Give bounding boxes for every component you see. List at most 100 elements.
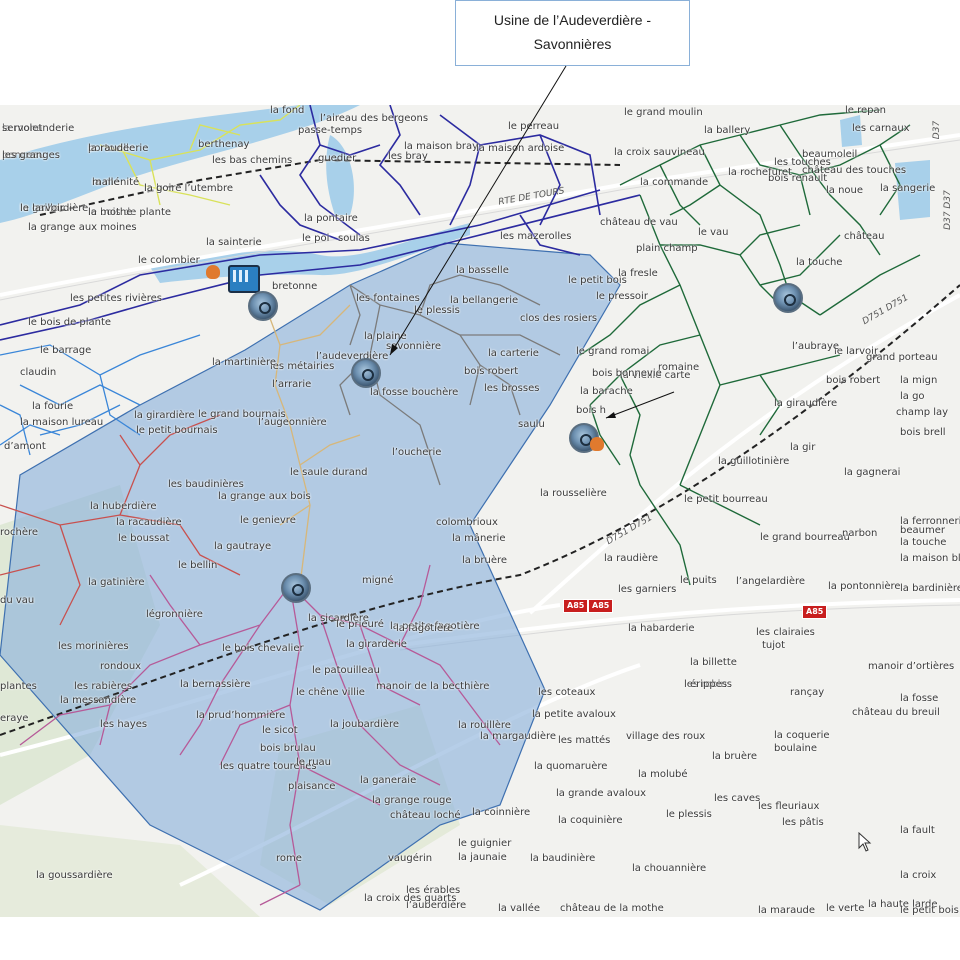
place-label: la petite avaloux — [532, 709, 616, 720]
place-label: le plessis — [666, 809, 712, 820]
place-label: la racaudière — [116, 517, 182, 528]
place-label: eraye — [0, 713, 29, 724]
place-label: village des roux — [626, 731, 706, 742]
place-label: la ménité — [92, 177, 140, 188]
place-label: rome — [276, 853, 302, 864]
place-label: le saule durand — [290, 467, 368, 478]
site-icon[interactable] — [281, 573, 311, 603]
place-label: la grange aux bois — [218, 491, 311, 502]
place-label: le larvoir — [834, 346, 879, 357]
place-label: la billette — [690, 657, 737, 668]
place-label: le ruau — [296, 757, 332, 768]
rust-marker-icon[interactable] — [590, 437, 604, 451]
place-label: le grand bournais — [198, 409, 286, 420]
place-label: plaisance — [288, 781, 336, 792]
site-icon[interactable] — [773, 283, 803, 313]
place-label: la gaillordière — [20, 203, 89, 214]
place-label: la raudeerie — [88, 143, 149, 154]
place-label: bois robert — [826, 375, 881, 386]
place-label: la fond — [270, 105, 305, 116]
place-label: tujot — [762, 640, 786, 651]
place-label: la ganeraie — [360, 775, 417, 786]
place-label: la touche — [900, 537, 947, 548]
place-label: l’augeonnière — [258, 417, 327, 428]
place-label: le petit bournais — [136, 425, 218, 436]
place-label: la messandière — [60, 695, 137, 706]
place-label: la fourie — [32, 401, 74, 412]
place-label: la prud’hommière — [196, 710, 286, 721]
place-label: la grange aux moines — [28, 222, 137, 233]
place-label: la pontaire — [304, 213, 358, 224]
place-label: migné — [362, 575, 394, 586]
road-label: D37 D37 — [942, 190, 953, 230]
place-label: la girardière — [134, 410, 195, 421]
place-label: la petite fagotière — [390, 621, 480, 632]
place-label: bois brulau — [260, 743, 316, 754]
place-label: la bellangerie — [450, 295, 519, 306]
place-label: romaine — [658, 362, 700, 373]
place-label: la croix sauvineau — [614, 147, 705, 158]
place-label: la rochefuret — [728, 167, 792, 178]
place-label: la maison ardoise — [476, 143, 565, 154]
place-label: la margaudière — [480, 731, 557, 742]
place-label: légronnière — [146, 609, 203, 620]
place-label: l’aubraye — [792, 341, 840, 352]
place-label: la plaine — [364, 331, 407, 342]
place-label: le bois de plante — [88, 207, 172, 218]
site-icon[interactable] — [351, 358, 381, 388]
place-label: la barache — [580, 386, 633, 397]
place-label: les touches — [774, 157, 831, 168]
place-label: les granges — [2, 150, 60, 161]
place-label: le petit bois — [568, 275, 627, 286]
place-label: la sainterie — [206, 237, 262, 248]
place-label: la bardinière — [900, 583, 960, 594]
place-label: les baudinières — [168, 479, 244, 490]
place-label: bretonne — [272, 281, 318, 292]
place-label: la bruère — [462, 555, 508, 566]
place-label: le bois chevalier — [222, 643, 304, 654]
river-main — [0, 105, 360, 223]
place-label: la sangerie — [880, 183, 936, 194]
place-label: la vieille carte — [620, 370, 691, 381]
place-label: la martinière — [212, 357, 277, 368]
place-label: le patouilleau — [312, 665, 380, 676]
place-label: la bruère — [712, 751, 758, 762]
place-label: portoville — [88, 143, 136, 154]
place-label: le barrage — [40, 345, 92, 356]
place-label: la maison blanche — [900, 553, 960, 564]
place-label: la fagotière — [396, 623, 454, 634]
place-label: le prieuré — [336, 619, 384, 630]
place-label: boulaine — [774, 743, 817, 754]
place-label: la ballery — [704, 125, 751, 136]
place-label: la maison lureau — [20, 417, 104, 428]
place-label: la basselle — [456, 265, 509, 276]
place-label: la joubardière — [330, 719, 400, 730]
network-lightblue — [0, 334, 201, 456]
place-label: soulas — [338, 233, 370, 244]
plant-icon[interactable] — [228, 265, 260, 293]
place-label: la gautraye — [214, 541, 272, 552]
place-label: la fosse — [900, 693, 939, 704]
place-label: les coteaux — [538, 687, 596, 698]
place-label: château du breuil — [852, 707, 940, 718]
place-label: la giraudière — [774, 398, 838, 409]
place-label: savonnière — [386, 341, 442, 352]
place-label: la huberdière — [90, 501, 157, 512]
callout-line-1: Usine de l’Audeverdière - — [493, 12, 652, 28]
network-pink — [19, 564, 501, 906]
place-label: le perreau — [508, 121, 560, 132]
place-label: les rabières — [74, 681, 133, 692]
site-icon[interactable] — [248, 291, 278, 321]
place-label: le colombier — [138, 255, 200, 266]
rust-marker-icon[interactable] — [206, 265, 220, 279]
green-fields-3 — [0, 825, 260, 917]
place-label: la go — [144, 183, 169, 194]
place-label: la croix — [900, 870, 937, 881]
place-label: bois bonnevie — [592, 368, 662, 379]
place-label: l’angelardière — [736, 576, 806, 587]
place-label: les robins — [684, 679, 733, 690]
place-label: la vallée — [498, 903, 540, 914]
place-label: l’aireau des bergeons — [320, 113, 429, 124]
place-label: ponceau — [2, 150, 45, 161]
